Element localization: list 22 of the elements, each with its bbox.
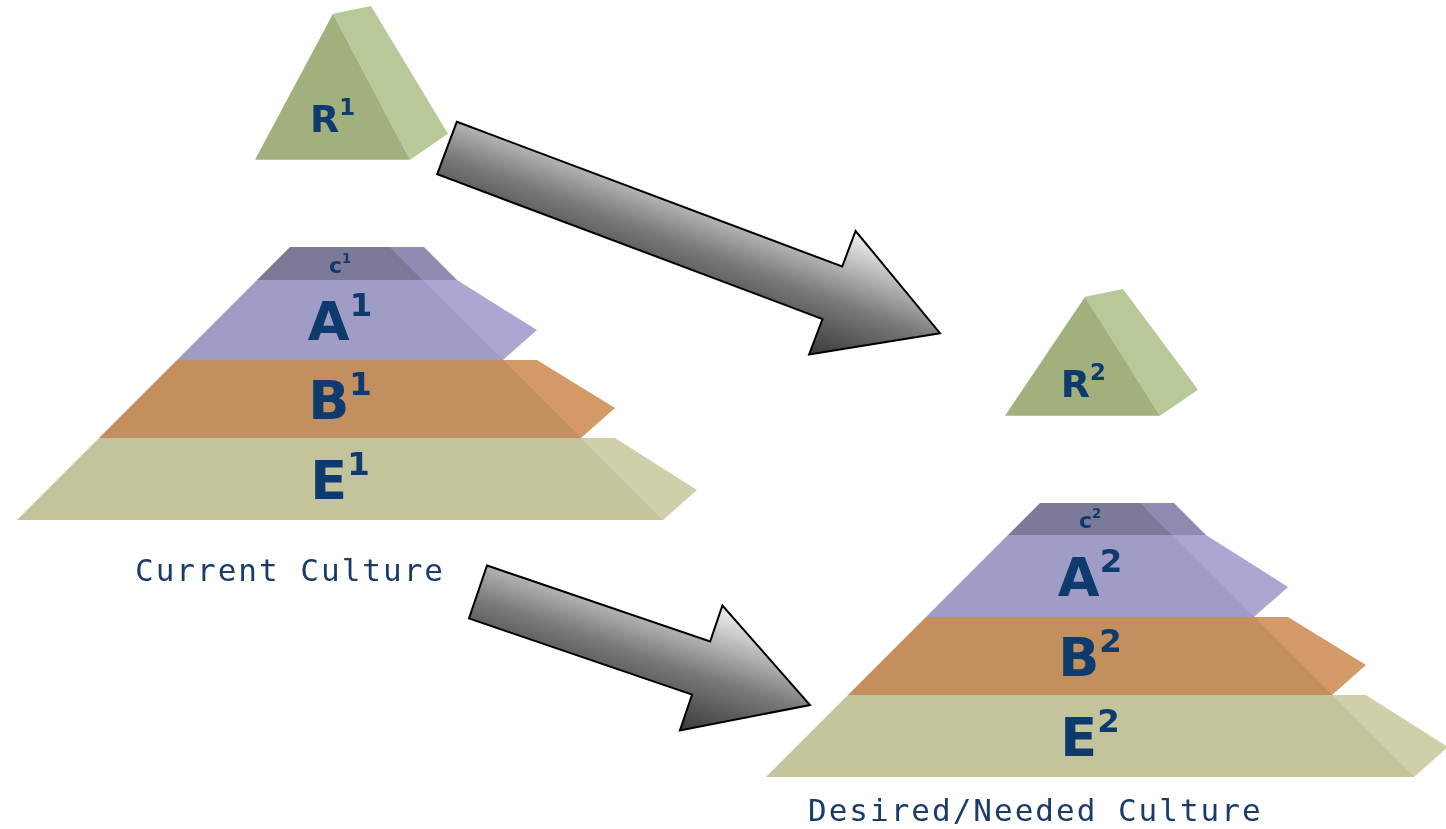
triangle-block <box>1005 289 1198 416</box>
pyramid-layer <box>99 360 615 438</box>
layer-label: A$^{1}$ <box>307 295 373 349</box>
block-label: R$^{1}$ <box>310 100 356 139</box>
pyramid-layer <box>257 247 457 280</box>
block-arrow <box>435 120 942 356</box>
layer-label: B$^{2}$ <box>1058 631 1122 685</box>
block-label: R$^{2}$ <box>1060 365 1106 404</box>
layer-label: E$^{1}$ <box>310 454 370 508</box>
pyramid-layer <box>848 617 1366 695</box>
pyramid-caption: Current Culture <box>135 555 445 586</box>
triangle-block <box>255 6 448 160</box>
layer-label: c$^{1}$ <box>328 254 352 277</box>
layer-label: A$^{2}$ <box>1057 551 1123 605</box>
block-arrow <box>467 564 812 732</box>
pyramid-caption: Desired/Needed Culture <box>808 795 1263 826</box>
layer-label: B$^{1}$ <box>308 374 372 428</box>
layer-label: c$^{2}$ <box>1078 510 1102 532</box>
pyramid-layer <box>766 695 1446 777</box>
pyramid-layer <box>17 438 697 520</box>
pyramid-layer <box>1008 503 1206 535</box>
layer-label: E$^{2}$ <box>1060 711 1120 765</box>
